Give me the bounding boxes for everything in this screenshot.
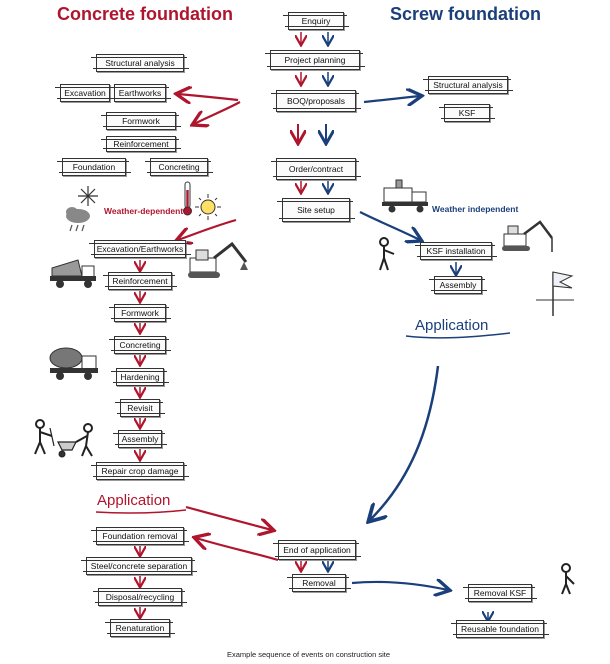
renaturation-box: Renaturation (105, 619, 175, 637)
disposal-recycling-box: Disposal/recycling (93, 588, 187, 606)
weather-independent-label: Weather independent (432, 204, 519, 214)
foundation-removal-box: Foundation removal (91, 527, 189, 545)
arrow-removal-to-removal-ksf (351, 582, 448, 590)
screw-assembly-box: Assembly (429, 276, 487, 294)
excavator-icon (188, 241, 248, 278)
excavator-icon-screw (502, 220, 553, 252)
foundation-box: Foundation (57, 158, 131, 176)
arrow-concrete-application-to-end (185, 505, 272, 530)
earthworks-box: Earthworks (109, 84, 171, 102)
concreting2-box: Concreting (109, 336, 171, 354)
steel-concrete-separation-box: Steel/concrete separation (81, 557, 197, 575)
enquiry-box: Enquiry (283, 12, 349, 30)
reinforcement2-box: Reinforcement (103, 272, 177, 290)
screw-application-label: Application (415, 317, 489, 334)
arrow-boq-to-formwork (194, 101, 241, 124)
order-box: Order/contract (271, 158, 361, 180)
revisit-box: Revisit (115, 399, 165, 417)
arrow-boq-to-earthworks (178, 94, 239, 100)
removal-box: Removal (287, 574, 351, 592)
ksf-box: KSF (439, 104, 495, 122)
screw-title: Screw foundation (390, 4, 542, 24)
worker-icon-removal (561, 563, 575, 595)
dump-truck-icon (50, 259, 96, 288)
caption: Example sequence of events on constructi… (227, 650, 391, 659)
sun-icon (195, 194, 221, 220)
arrow-end-to-foundation-removal (196, 538, 279, 562)
excavation-earthworks-box: Excavation/Earthworks (89, 240, 191, 258)
reusable-foundation-box: Reusable foundation (451, 620, 549, 638)
screw-structural-analysis-box: Structural analysis (423, 76, 513, 94)
reinforcement-box: Reinforcement (101, 136, 181, 152)
end-of-application-box: End of application (273, 540, 361, 560)
worker-icon (379, 237, 395, 271)
rain-cloud-icon (66, 207, 90, 232)
hardening-box: Hardening (111, 368, 169, 386)
ksf-installation-box: KSF installation (415, 242, 497, 260)
site-setup-box: Site setup (277, 198, 355, 222)
arrow-site-to-excavation (178, 218, 237, 240)
assembly-box: Assembly (113, 430, 167, 448)
arrow-screw-application-to-end (370, 365, 440, 520)
removal-ksf-box: Removal KSF (463, 584, 537, 602)
boq-box: BOQ/proposals (271, 90, 361, 112)
flag-icon (536, 271, 574, 316)
repair-crop-damage-box: Repair crop damage (91, 462, 189, 480)
project-planning-box: Project planning (265, 50, 365, 70)
dump-truck-icon-screw (382, 179, 428, 213)
worker-wheelbarrow-icon (57, 423, 93, 458)
concrete-structural-analysis-box: Structural analysis (91, 54, 189, 72)
excavation-box: Excavation (55, 84, 115, 102)
arrow-boq-to-screw (363, 96, 420, 102)
arrow-site-to-ksf (359, 211, 420, 240)
thermometer-icon (183, 181, 192, 216)
weather-dependent-label: Weather-dependent (104, 206, 184, 216)
concreting-box: Concreting (145, 158, 213, 176)
formwork-box: Formwork (101, 112, 181, 130)
concrete-title: Concrete foundation (57, 4, 233, 24)
snowflake-icon (78, 186, 98, 206)
worker-shovel-icon (34, 419, 55, 455)
concrete-application-label: Application (97, 492, 171, 509)
cement-mixer-icon (49, 347, 98, 380)
formwork2-box: Formwork (109, 304, 171, 322)
